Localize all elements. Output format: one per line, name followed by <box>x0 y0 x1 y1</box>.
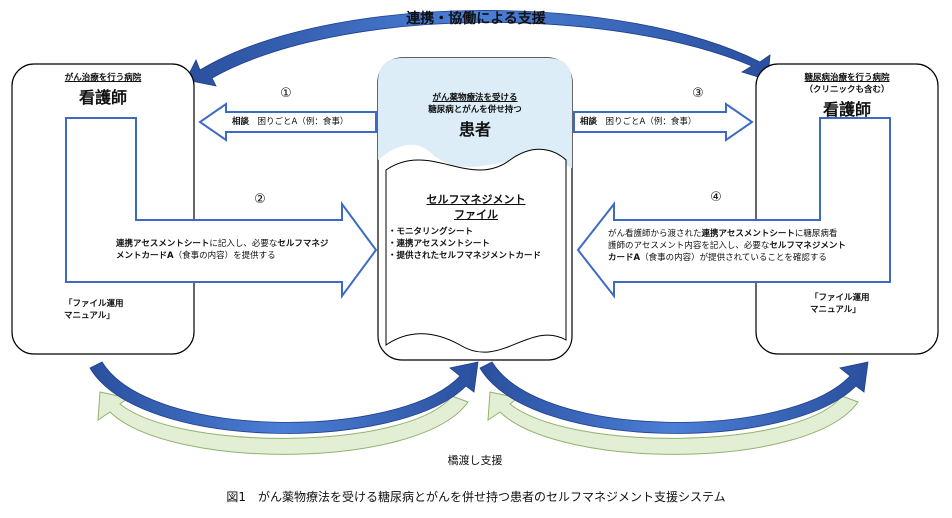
patient-subtitle-1: がん薬物療法を受ける <box>432 93 518 103</box>
step1-arrow <box>198 102 377 142</box>
bridge-arrow-left-green <box>97 391 469 455</box>
left-box-subtitle: がん治療を行う病院 <box>64 73 142 83</box>
patient-subtitle-2: 糖尿病とがんを併せ持つ <box>428 105 522 115</box>
right-box-manual-note: 「ファイル運用 マニュアル」 <box>810 293 870 315</box>
file-items-list: ・モニタリングシート ・連携アセスメントシート ・提供されたセルフマネジメントカ… <box>388 226 568 262</box>
bridge-arrow-right-green <box>487 391 859 455</box>
patient-header: がん薬物療法を受ける 糖尿病とがんを併せ持つ 患者 <box>378 92 572 140</box>
patient-header-fill <box>378 58 572 168</box>
right-box-subtitle-1: 糖尿病治療を行う病院 <box>804 73 890 83</box>
bridge-arrow-right-blue <box>479 361 869 434</box>
bridge-support-label: 橋渡し支援 <box>447 454 503 467</box>
bridge-arrow-left-blue <box>89 361 479 434</box>
right-box-header: 糖尿病治療を行う病院 （クリニックも含む） 看護師 <box>756 72 938 120</box>
step2-arrow <box>65 117 378 300</box>
file-item: ・モニタリングシート <box>388 227 474 237</box>
file-item: ・提供されたセルフマネジメントカード <box>388 251 542 261</box>
figure-caption: 図1 がん薬物療法を受ける糖尿病とがんを併せ持つ患者のセルフマネジメント支援シス… <box>226 490 726 504</box>
step3-number: ③ <box>692 86 704 101</box>
step2-text: 連携アセスメントシートに記入し、必要なセルフマネジ メントカードA（食事の内容）… <box>116 239 329 261</box>
step4-number: ④ <box>710 190 722 205</box>
step3-arrow <box>573 102 754 142</box>
step2-number: ② <box>254 192 266 207</box>
step1-label: 相談 困りごとA（例：食事） <box>232 117 349 127</box>
step1-number: ① <box>280 86 292 101</box>
step4-text: がん看護師から渡された連携アセスメントシートに糖尿病看 護師のアセスメント内容を… <box>608 229 846 263</box>
top-collaboration-arrow <box>185 10 771 87</box>
left-box-header: がん治療を行う病院 看護師 <box>12 72 194 108</box>
patient-title: 患者 <box>458 120 491 139</box>
right-box-title: 看護師 <box>822 100 871 119</box>
file-title: セルフマネジメント ファイル <box>426 193 526 221</box>
left-box-title: 看護師 <box>78 88 127 107</box>
right-box-subtitle-2: （クリニックも含む） <box>804 85 890 95</box>
step4-arrow <box>576 117 891 299</box>
file-item: ・連携アセスメントシート <box>388 239 490 249</box>
self-management-file-shape <box>385 148 567 353</box>
collaboration-label: 連携・協働による支援 <box>406 11 546 27</box>
left-box-manual-note: 「ファイル運用 マニュアル」 <box>64 299 124 321</box>
step3-label: 相談 困りごとA（例：食事） <box>580 117 697 127</box>
